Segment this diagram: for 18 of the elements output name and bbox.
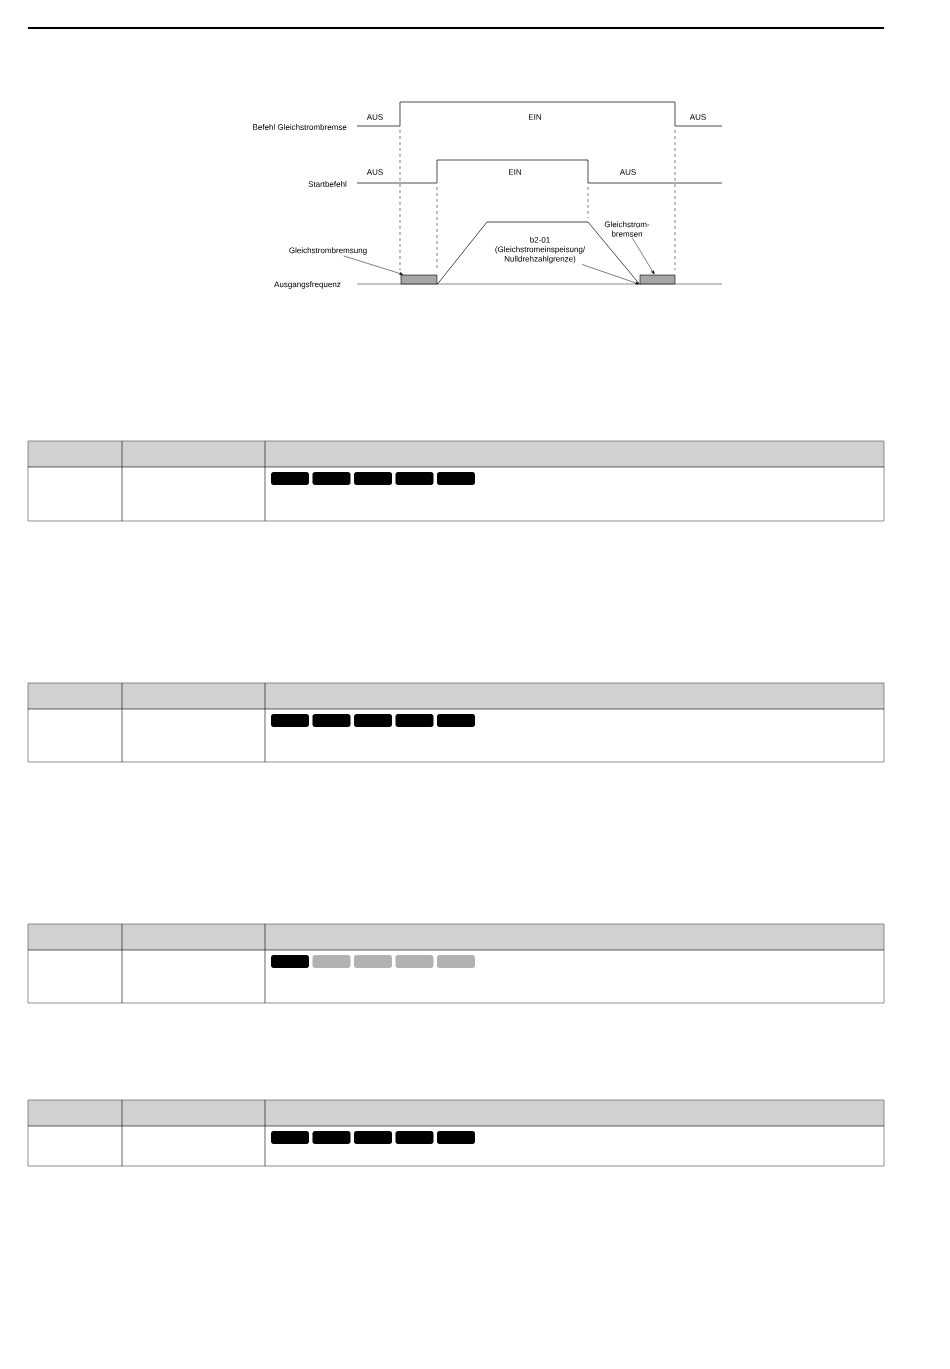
signal-name: Befehl Gleichstrombremse xyxy=(253,124,347,130)
callout-text: b2-01 (Gleichstromeinspeisung/ Nulldrehzahlgrenze) xyxy=(495,236,586,264)
callout-text: Gleichstrombremsung xyxy=(289,247,367,255)
state-label: AUS xyxy=(366,169,383,175)
state-label: EIN xyxy=(529,114,541,120)
signal-name: Ausgangsfrequenz xyxy=(274,281,341,289)
state-label: EIN xyxy=(509,169,521,175)
state-label: AUS xyxy=(689,114,706,120)
callout-text: Gleichstrom- bremsen xyxy=(604,221,650,237)
leader-arrow xyxy=(343,255,404,275)
braking-block xyxy=(400,274,438,285)
state-label: AUS xyxy=(366,114,383,120)
signal-name: Startbefehl xyxy=(308,181,347,187)
frequency-curve xyxy=(436,221,641,285)
leader-arrow xyxy=(632,237,655,275)
state-label: AUS xyxy=(619,169,636,175)
leader-arrow xyxy=(581,264,640,285)
braking-block xyxy=(639,274,676,285)
